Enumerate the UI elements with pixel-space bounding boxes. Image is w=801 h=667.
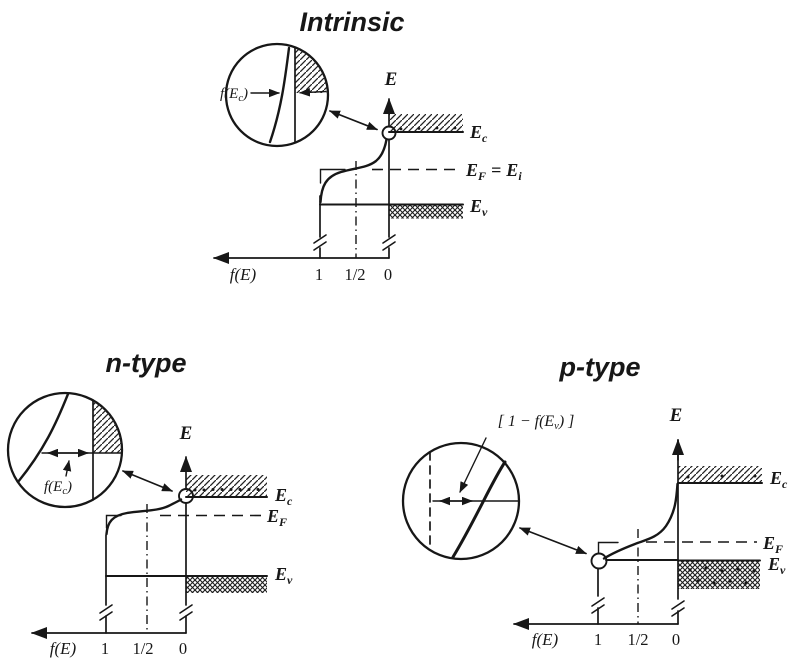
fermi-corner-bracket — [319, 168, 346, 184]
axis-break-f0 — [179, 604, 193, 621]
magnifier-hatch-wedge — [93, 400, 123, 453]
magnifier-pointer-arrow — [329, 110, 378, 131]
panel-title: p-type — [559, 352, 641, 382]
magnifier-dimension-arrow-right — [299, 88, 327, 97]
panel-ptype: p-type — [401, 352, 788, 649]
magnifier-curve — [16, 392, 70, 484]
magnifier-label: [ 1 − f(Ev) ] — [498, 413, 575, 432]
tick-half: 1/2 — [132, 639, 153, 658]
ev-label: Ev — [469, 196, 488, 219]
axis-break-f0 — [382, 234, 396, 251]
panel-title: Intrinsic — [299, 7, 404, 37]
tick-zero: 0 — [672, 630, 680, 649]
tick-half: 1/2 — [344, 265, 365, 284]
axis-break-f1 — [313, 234, 327, 251]
ef-label: EF — [762, 533, 783, 556]
magnifier-curve — [451, 460, 507, 559]
magnifier-label-arrow — [62, 460, 72, 477]
electron-dots — [193, 488, 260, 492]
tick-zero: 0 — [384, 265, 392, 284]
fermi-curve — [105, 498, 183, 536]
magnifier-hatch-wedge — [295, 48, 328, 93]
tick-zero: 0 — [179, 639, 187, 658]
f-axis-label: f(E) — [50, 639, 77, 658]
fermi-curve — [602, 482, 679, 560]
magnifier-pointer-arrow — [519, 527, 587, 555]
magnifier-label: f(Ec) — [220, 86, 248, 104]
f-axis-label: f(E) — [532, 630, 559, 649]
hole-dots — [688, 566, 756, 585]
magnifier-circle — [401, 441, 521, 561]
tick-one: 1 — [594, 630, 602, 649]
electron-dots — [399, 126, 457, 131]
energy-axis-label: E — [384, 69, 398, 90]
axis-break-f1 — [591, 597, 605, 614]
intersection-circle-marker — [178, 488, 194, 504]
ev-label: Ev — [274, 564, 293, 587]
ev-label: Ev — [767, 554, 786, 577]
tick-one: 1 — [101, 639, 109, 658]
axis-break-f1 — [99, 604, 113, 621]
magnifier-circle — [224, 42, 330, 148]
electron-dots — [686, 474, 757, 479]
panel-ntype: n-type — [6, 348, 293, 658]
valence-band — [678, 561, 760, 589]
valence-band-edge-line — [605, 559, 761, 562]
valence-band — [186, 577, 267, 593]
ec-label: Ec — [469, 122, 488, 145]
f-axis-label: f(E) — [230, 265, 257, 284]
intersection-circle-marker — [590, 552, 608, 570]
tick-one: 1 — [315, 265, 323, 284]
conduction-band — [186, 475, 267, 497]
ec-label: Ec — [274, 485, 293, 508]
energy-axis-label: E — [179, 423, 193, 444]
panel-title: n-type — [106, 348, 187, 378]
ec-label: Ec — [769, 468, 788, 491]
panel-intrinsic: Intrinsic — [213, 7, 522, 284]
axis-break-f0 — [671, 600, 685, 617]
conduction-band — [678, 466, 762, 483]
fermi-corner-bracket — [597, 541, 619, 555]
magnifier-label-arrow — [459, 437, 487, 493]
tick-half: 1/2 — [627, 630, 648, 649]
magnifier-label: f(Ec) — [44, 479, 72, 497]
ef-label: EF=Ei — [465, 160, 522, 183]
ef-label: EF — [266, 506, 287, 529]
magnifier-curve — [268, 46, 291, 144]
fermi-curve — [319, 138, 388, 204]
energy-axis-label: E — [669, 405, 683, 426]
magnifier-pointer-arrow — [122, 470, 173, 492]
intersection-circle-marker — [381, 125, 397, 141]
conduction-band — [389, 114, 463, 132]
valence-band — [389, 205, 463, 219]
